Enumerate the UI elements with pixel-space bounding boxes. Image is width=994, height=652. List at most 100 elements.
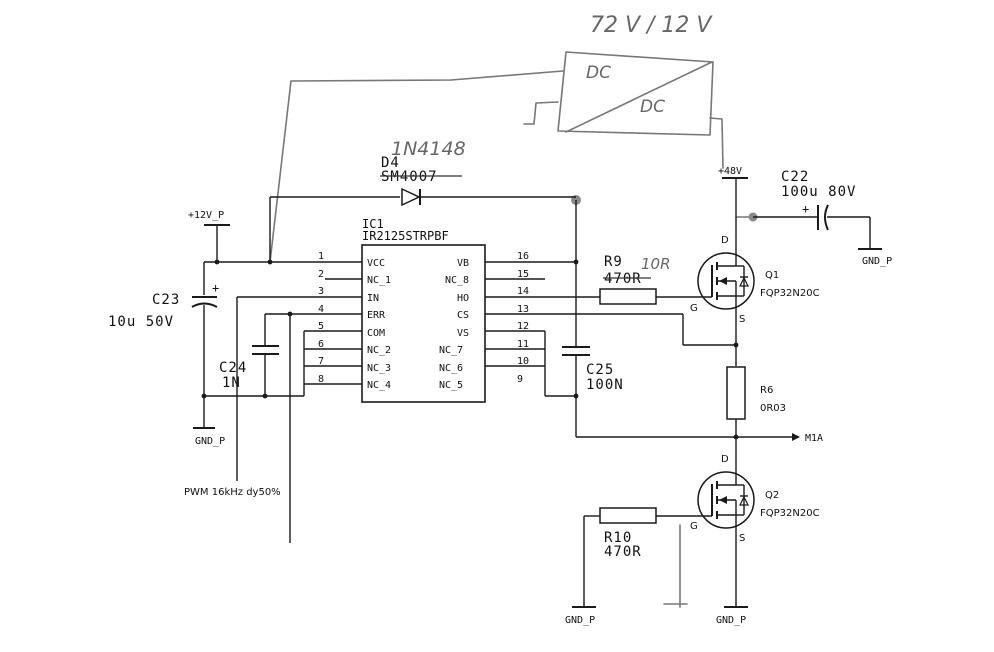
plus12v-supply: +12V_P <box>188 210 230 262</box>
ic1-ir2125: IC1 IR2125STRPBF 1 2 3 4 5 6 7 8 VCC NC_… <box>318 217 529 403</box>
ic1-right-pins: 16 15 14 13 12 11 10 9 VB NC_8 HO CS VS … <box>439 251 529 391</box>
r9-body <box>599 288 657 305</box>
ic1-pin-name: NC_7 <box>439 345 463 356</box>
q2-diode-triangle <box>739 495 749 506</box>
dcdc-48v-wire <box>709 117 724 169</box>
ic1-pin-num: 15 <box>517 269 529 280</box>
q1-gate-label: G <box>690 303 698 314</box>
ic1-pin-name: NC_5 <box>439 380 463 391</box>
c22-value: 100u 80V <box>781 184 856 200</box>
ic1-pin-num: 6 <box>318 339 324 350</box>
ic1-pin-name: NC_4 <box>367 380 391 391</box>
ic1-pin-name: COM <box>367 328 385 339</box>
ic1-pin-num: 8 <box>318 374 324 385</box>
c22-plate-right <box>824 204 829 231</box>
r6-ref: R6 <box>760 385 773 396</box>
capacitor-c24: C24 1N <box>219 313 290 396</box>
q2-gate-label: G <box>690 521 698 532</box>
handwritten-voltage-note: 72 V / 12 V <box>590 13 713 38</box>
plus48v-supply: +48V <box>718 166 748 248</box>
diode-d4: D4 SM4007 <box>269 155 576 262</box>
ground-r10: GND_P <box>565 606 596 626</box>
capacitor-c25: C25 100N <box>562 200 624 437</box>
net-label-plus12v: +12V_P <box>188 210 224 221</box>
d4-symbol-triangle <box>401 187 421 207</box>
handwritten-r9-note: 10R <box>641 255 671 273</box>
r6-body <box>726 366 746 420</box>
ic1-pin-name: ERR <box>367 310 386 321</box>
c23-ref: C23 <box>152 292 180 308</box>
ic1-part: IR2125STRPBF <box>362 229 449 243</box>
ground-q2: GND_P <box>716 606 748 626</box>
q1-ref: Q1 <box>765 270 779 281</box>
ic1-pin-num: 16 <box>517 251 529 262</box>
m1a-label: M1A <box>805 433 823 444</box>
q2-body-circle <box>697 471 755 529</box>
c23-plate-bottom <box>191 302 218 308</box>
c22-plus-sign: + <box>802 202 809 216</box>
c25-ref: C25 <box>586 362 614 378</box>
resistor-r6: R6 0R03 <box>726 366 786 470</box>
ic1-pin-name: HO <box>457 293 469 304</box>
c24-ref: C24 <box>219 360 247 376</box>
c23-value: 10u 50V <box>108 314 174 330</box>
handwritten-diode-note: 1N4148 <box>391 138 466 160</box>
ground-q2-label: GND_P <box>716 615 746 626</box>
pwm-note: PWM 16kHz dy50% <box>184 487 281 498</box>
ic1-pin-num: 13 <box>517 304 529 315</box>
ic1-pin-num: 9 <box>517 374 523 385</box>
ic1-pin-name: VCC <box>367 258 385 269</box>
ic1-pin-num: 1 <box>318 251 324 262</box>
q1-drain-label: D <box>721 235 729 246</box>
dcdc-input-lead <box>523 101 559 125</box>
ic1-pin-name: NC_1 <box>367 275 391 286</box>
ic1-body <box>361 244 486 403</box>
ic1-pin-num: 10 <box>517 356 529 367</box>
dcdc-label-top: DC <box>586 63 611 83</box>
net-label-plus48v: +48V <box>718 166 742 177</box>
q2-arrow <box>719 496 727 504</box>
r10-body <box>599 507 657 524</box>
ic1-pin-num: 14 <box>517 286 529 297</box>
ic1-pin-num: 12 <box>517 321 529 332</box>
q2-drain-label: D <box>721 454 729 465</box>
resistor-r9: R9 470R <box>599 254 712 305</box>
q2-source-label: S <box>739 533 745 544</box>
ic1-pin-name: NC_8 <box>445 275 469 286</box>
q1-part: FQP32N20C <box>760 288 820 299</box>
d4-part: SM4007 <box>381 169 438 185</box>
d4-ref: D4 <box>381 155 400 171</box>
dcdc-label-bottom: DC <box>640 97 665 117</box>
ic1-pin-name: CS <box>457 310 469 321</box>
r10-ref: R10 <box>604 530 632 546</box>
mosfet-q2: D S G Q2 FQP32N20C <box>690 454 820 607</box>
m1a-output: M1A <box>733 433 823 444</box>
ground-left-label: GND_P <box>195 436 225 447</box>
ic1-pin-name: NC_6 <box>439 363 463 374</box>
ic1-ref: IC1 <box>362 217 384 231</box>
dcdc-converter-box <box>557 51 714 136</box>
r9-ref: R9 <box>604 254 623 270</box>
ground-left: GND_P <box>193 396 225 447</box>
q1-diode-triangle <box>739 276 749 287</box>
q2-ref: Q2 <box>765 490 779 501</box>
resistor-r10: R10 470R <box>583 507 712 607</box>
dcdc-output-wire <box>269 70 564 263</box>
c24-value: 1N <box>222 375 241 391</box>
ic1-pin-num: 5 <box>318 321 324 332</box>
mosfet-q1: D S G Q1 FQP32N20C <box>690 235 820 366</box>
m1a-arrow-icon <box>792 433 800 441</box>
r6-value: 0R03 <box>760 403 786 414</box>
ic1-pin-num: 3 <box>318 286 324 297</box>
dcdc-diagonal <box>565 61 713 133</box>
vcc-junction-1 <box>214 259 220 265</box>
ic1-pin-num: 2 <box>318 269 324 280</box>
r10-value: 470R <box>604 544 642 560</box>
ground-r10-label: GND_P <box>565 615 595 626</box>
q1-source-label: S <box>739 314 745 325</box>
ic1-pin-name: VB <box>457 258 469 269</box>
ic1-pin-name: IN <box>367 293 379 304</box>
c25-value: 100N <box>586 377 624 393</box>
ic1-pin-name: NC_2 <box>367 345 391 356</box>
